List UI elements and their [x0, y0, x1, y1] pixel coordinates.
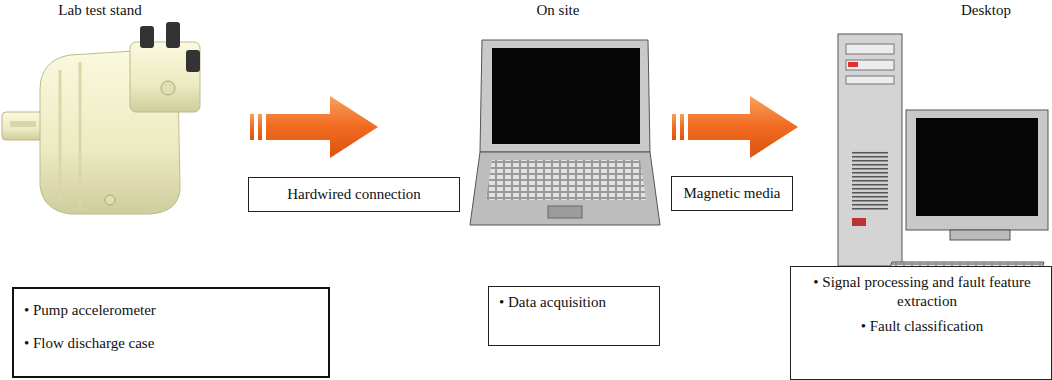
- bullet-item: • Fault classification: [801, 317, 1043, 336]
- laptop-picture: [470, 40, 660, 225]
- flow-arrow: [672, 96, 798, 158]
- pump-picture: [2, 22, 200, 214]
- box-label: Magnetic media: [680, 184, 784, 203]
- box-label: Hardwired connection: [257, 185, 451, 204]
- column-heading: On site: [537, 2, 580, 19]
- task-box: • Pump accelerometer • Flow discharge cas…: [12, 287, 330, 378]
- connection-box: Hardwired connection: [248, 177, 460, 212]
- flow-arrow: [250, 96, 378, 158]
- bullet-item: • Flow discharge case: [24, 334, 318, 353]
- connection-box: Magnetic media: [671, 176, 793, 211]
- bullet-item: • Pump accelerometer: [24, 301, 318, 320]
- column-heading: Lab test stand: [58, 2, 141, 19]
- task-box: • Data acquisition: [488, 286, 660, 346]
- bullet-item: • Signal processing and fault feature ex…: [801, 273, 1043, 311]
- bullet-item: • Data acquisition: [499, 293, 649, 312]
- task-box: • Signal processing and fault feature ex…: [790, 266, 1052, 380]
- column-heading: Desktop: [961, 2, 1011, 19]
